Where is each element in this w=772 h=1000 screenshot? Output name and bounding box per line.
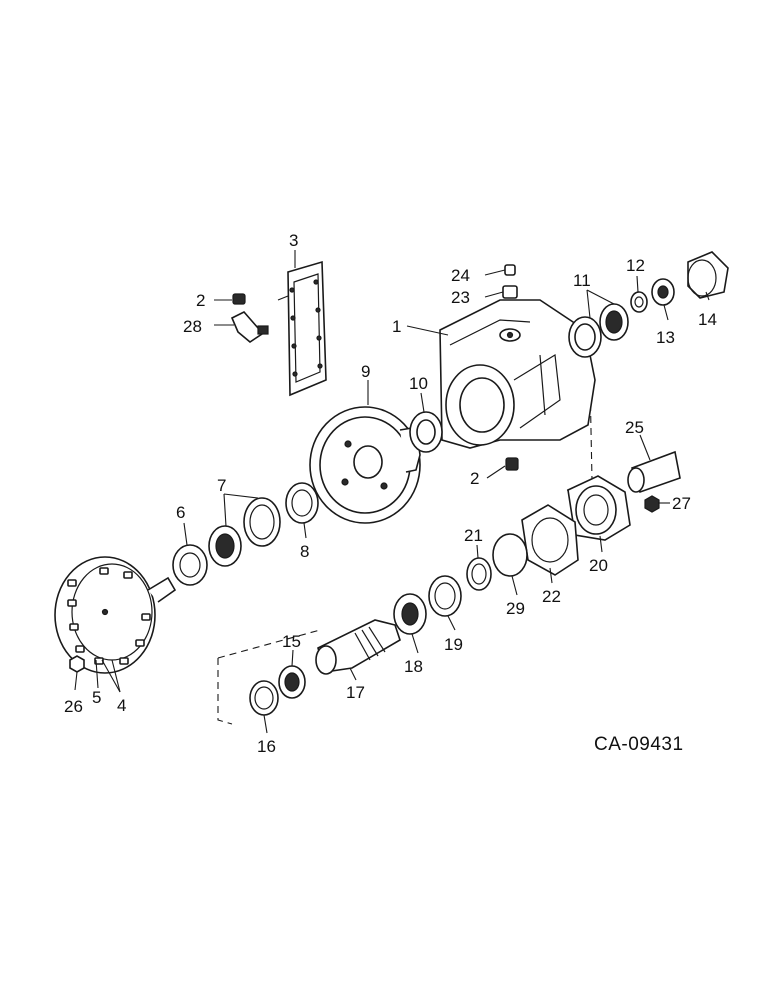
part-retainer-housing — [567, 475, 631, 541]
callout-22: 22 — [542, 587, 561, 606]
callout-13: 13 — [656, 328, 675, 347]
part-axle-flange — [54, 556, 177, 674]
part-o-ring — [492, 533, 528, 577]
part-vent-fitting — [502, 285, 518, 299]
callout-28: 28 — [183, 317, 202, 336]
part-nut — [651, 278, 675, 306]
part-shaft-bearing-outer — [466, 557, 492, 591]
part-cover-plate — [277, 260, 327, 397]
part-seal — [172, 544, 208, 586]
callout-15: 15 — [282, 632, 301, 651]
part-pinion-bearing-cup — [249, 680, 279, 716]
part-bearing-cup — [599, 303, 629, 341]
part-pinion-bearing-cone — [278, 665, 306, 699]
callout-26: 26 — [64, 697, 83, 716]
part-small-nut — [644, 495, 660, 513]
callout-24: 24 — [451, 266, 470, 285]
part-plug-upper-left — [232, 293, 246, 305]
callout-2-upper: 2 — [196, 291, 205, 310]
callout-19: 19 — [444, 635, 463, 654]
callout-21: 21 — [464, 526, 483, 545]
callout-16: 16 — [257, 737, 276, 756]
callout-20: 20 — [589, 556, 608, 575]
part-vent — [504, 264, 516, 276]
callout-27: 27 — [672, 494, 691, 513]
callout-23: 23 — [451, 288, 470, 307]
callout-3: 3 — [289, 231, 298, 250]
callout-1: 1 — [392, 317, 401, 336]
callout-8: 8 — [300, 542, 309, 561]
part-sleeve — [285, 482, 319, 524]
callout-10: 10 — [409, 374, 428, 393]
callout-25: 25 — [625, 418, 644, 437]
part-gear-housing — [439, 299, 596, 449]
part-gasket — [521, 504, 579, 576]
part-axle-bearing-cone — [208, 525, 242, 567]
callout-9: 9 — [361, 362, 370, 381]
callout-6: 6 — [176, 503, 185, 522]
part-axle-bearing-cup — [243, 497, 281, 547]
part-cap — [687, 251, 729, 299]
reference-code: CA-09431 — [594, 734, 684, 755]
leader-lines — [74, 250, 710, 734]
part-shaft-bearing-cup — [428, 575, 462, 617]
callout-18: 18 — [404, 657, 423, 676]
callout-7: 7 — [217, 476, 226, 495]
part-shaft-bearing-cone — [393, 593, 427, 635]
part-bearing-cone — [568, 316, 602, 358]
part-lug-nut — [69, 655, 85, 673]
part-bull-gear — [309, 406, 421, 524]
callout-12: 12 — [626, 256, 645, 275]
part-gear-bearing — [409, 411, 443, 453]
callout-11: 11 — [573, 271, 591, 290]
part-pinion-shaft — [315, 619, 401, 675]
part-elbow-fitting — [230, 311, 269, 343]
callout-29: 29 — [506, 599, 525, 618]
callout-labels: 1 2 2 3 4 5 6 7 8 9 10 11 12 13 14 15 16… — [64, 231, 717, 756]
part-washer — [630, 291, 648, 313]
callout-2-lower: 2 — [470, 469, 479, 488]
part-bushing — [627, 450, 681, 494]
callout-14: 14 — [698, 310, 717, 329]
callout-5: 5 — [92, 688, 101, 707]
callout-17: 17 — [346, 683, 365, 702]
part-drain-plug — [505, 457, 519, 471]
callout-4: 4 — [117, 696, 126, 715]
